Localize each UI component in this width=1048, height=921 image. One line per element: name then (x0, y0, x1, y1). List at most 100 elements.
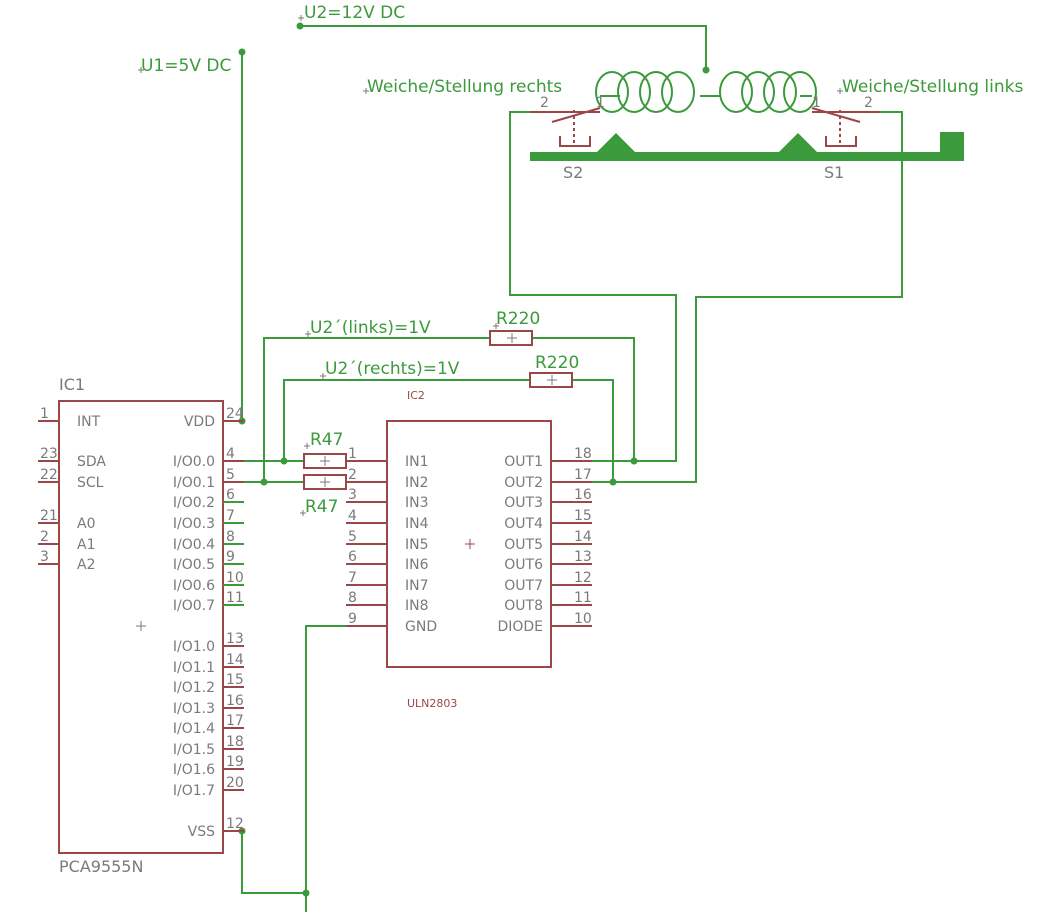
ic2-pin-name: DIODE (497, 619, 543, 635)
ic1-pin-number: 21 (40, 508, 58, 524)
ic1-pin: 13I/O1.0 (173, 631, 244, 655)
ic2-pin-number: 2 (348, 467, 357, 483)
ic2-pin-number: 12 (574, 570, 592, 586)
ic1-pin: 11I/O0.7 (173, 590, 244, 614)
ic2-pin-number: 16 (574, 487, 592, 503)
ic1-pin: 4I/O0.0 (173, 446, 244, 470)
ic2-ref: IC2 (407, 389, 425, 402)
r220-top-label: R220 (496, 309, 540, 329)
switch-s1: 1 2 S1 (811, 95, 880, 182)
ic1-pin-name: SCL (77, 475, 104, 491)
ic1-pin-number: 14 (226, 652, 244, 668)
ic1-pin: 10I/O0.6 (173, 570, 244, 594)
ic1-pin-name: A2 (77, 557, 95, 573)
ic1-pin: 6I/O0.2 (173, 487, 244, 511)
ic1-pin-name: I/O1.7 (173, 783, 215, 799)
ic1-pin-number: 4 (226, 446, 235, 462)
ic2-pin-name: GND (405, 619, 437, 635)
ic2-pin-number: 4 (348, 508, 357, 524)
junction-dot (296, 22, 304, 30)
ic2-pin-number: 6 (348, 549, 357, 565)
r47-bottom-label: R47 (305, 497, 338, 517)
ic2-pin-number: 10 (574, 611, 592, 627)
junction-dot (702, 66, 710, 74)
u2-links-label: U2´(links)=1V (310, 318, 431, 338)
r47-top-label: R47 (310, 430, 343, 450)
junction-dot (280, 457, 288, 465)
ic2-pin-name: IN7 (405, 578, 429, 594)
ic2-pin-number: 5 (348, 529, 357, 545)
ic1-pin-name: A1 (77, 537, 95, 553)
ic1-pin-name: I/O1.3 (173, 701, 215, 717)
ic1-pin: 15I/O1.2 (173, 672, 244, 696)
ic2-right-pins: 18OUT117OUT216OUT315OUT414OUT513OUT612OU… (497, 446, 592, 635)
ic2-pin-name: OUT2 (504, 475, 543, 491)
wire-r220-top-out (532, 337, 635, 461)
ic1-pin-name: I/O1.4 (173, 721, 215, 737)
ic1-pin: 7I/O0.3 (173, 508, 244, 532)
ic2-pin-name: OUT1 (504, 454, 543, 470)
ic1-pin-name: I/O0.3 (173, 516, 215, 532)
ic1-pin-number: 3 (40, 549, 49, 565)
ic2-pin-name: IN2 (405, 475, 429, 491)
resistor-r220-top: R220 (489, 309, 540, 346)
ic1-pin-name: SDA (77, 454, 106, 470)
ic1-pin-number: 18 (226, 734, 244, 750)
ic2-pin-number: 3 (348, 487, 357, 503)
wire-u2-supply (300, 25, 707, 70)
junction-dot (260, 478, 268, 486)
ic2-part: ULN2803 (407, 697, 457, 710)
wire-u1-supply (228, 52, 243, 422)
ic1-pin-name: VDD (184, 414, 215, 430)
ic1-pin-name: I/O1.5 (173, 742, 215, 758)
coil-left-label: Weiche/Stellung links (842, 77, 1023, 97)
ic1-pin-number: 23 (40, 446, 58, 462)
ic1-pin-number: 2 (40, 529, 49, 545)
ic1-pin-number: 5 (226, 467, 235, 483)
ic1-pin: 18I/O1.5 (173, 734, 244, 758)
ic2-pin-number: 7 (348, 570, 357, 586)
ic1-pin-number: 12 (226, 816, 244, 832)
ic1-pin-name: I/O0.6 (173, 578, 215, 594)
ic2-pin-number: 13 (574, 549, 592, 565)
ic1-pin-name: I/O0.2 (173, 495, 215, 511)
ic1-pin-name: I/O1.1 (173, 660, 215, 676)
ic1-pin-name: I/O0.1 (173, 475, 215, 491)
s1-pin-label: 1 (812, 95, 821, 111)
junction-dot (302, 889, 310, 897)
ic1-pin-number: 24 (226, 406, 244, 422)
u2-supply-label: U2=12V DC (304, 3, 405, 23)
ic1-pin-number: 19 (226, 754, 244, 770)
coil-assembly: Weiche/Stellung rechts Weiche/Stellung l… (363, 71, 1023, 113)
ic1-right-pins: 24VDD4I/O0.05I/O0.16I/O0.27I/O0.38I/O0.4… (173, 406, 244, 840)
wire-out2 (572, 111, 903, 483)
s1-label: S1 (824, 163, 844, 182)
ic2-pin-name: IN5 (405, 537, 429, 553)
ic1-pin-number: 22 (40, 467, 58, 483)
ic2-pin-number: 8 (348, 590, 357, 606)
ic1-pin-number: 10 (226, 570, 244, 586)
ic1-pin: 17I/O1.4 (173, 713, 244, 737)
ic1-pin-number: 11 (226, 590, 244, 606)
ic2-pin-name: IN1 (405, 454, 429, 470)
ic2-pin-name: IN3 (405, 495, 429, 511)
ic1-pin-name: VSS (188, 824, 215, 840)
resistor-r47-bottom: R47 (300, 474, 347, 517)
